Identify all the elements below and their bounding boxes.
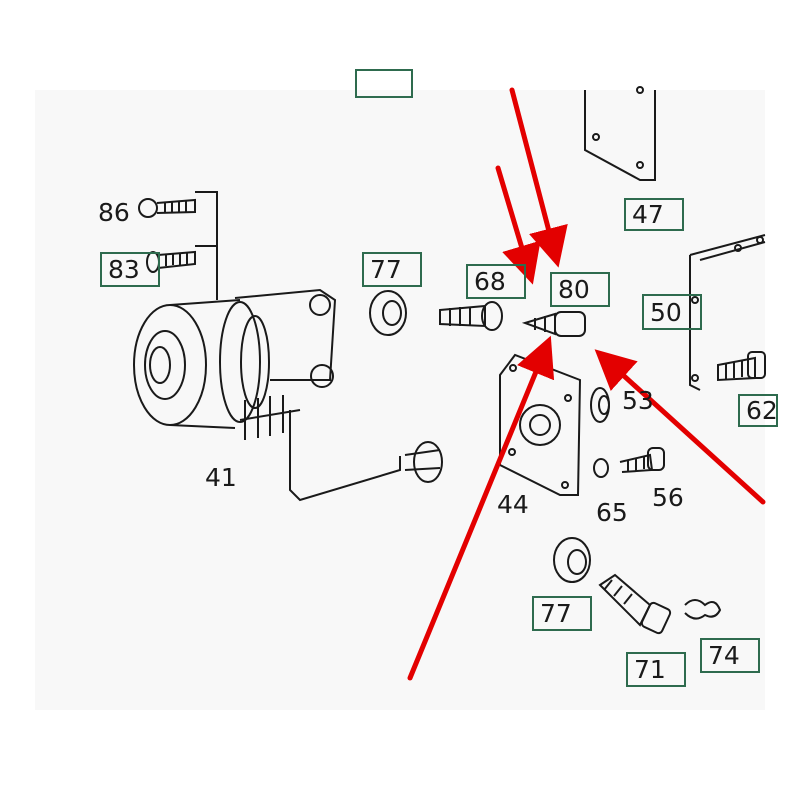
label-71: 71 bbox=[626, 652, 686, 687]
arrow-from-right bbox=[594, 349, 766, 505]
label-50: 50 bbox=[642, 294, 702, 330]
label-53: 53 bbox=[622, 386, 654, 415]
bleed-screw-68-drawing bbox=[439, 301, 503, 331]
bolt-86-drawing bbox=[138, 198, 196, 218]
arrow-to-68 bbox=[495, 165, 541, 285]
seal-77-upper-drawing bbox=[369, 290, 407, 336]
label-74: 74 bbox=[700, 638, 760, 673]
seal-77-lower-drawing bbox=[553, 537, 591, 583]
bolt-71-drawing bbox=[598, 573, 672, 635]
label-41: 41 bbox=[205, 463, 237, 492]
label-77-upper: 77 bbox=[362, 252, 422, 287]
annotation-arrows bbox=[407, 87, 766, 681]
label-80: 80 bbox=[550, 272, 610, 307]
part-drawings bbox=[133, 86, 766, 635]
arrow-to-80-top bbox=[509, 87, 568, 268]
clip-74-drawing bbox=[684, 599, 722, 620]
washer-65-drawing bbox=[593, 458, 609, 478]
bolt-62-drawing bbox=[717, 351, 766, 382]
label-83: 83 bbox=[100, 252, 160, 287]
label-56: 56 bbox=[652, 483, 684, 512]
label-65: 65 bbox=[596, 498, 628, 527]
slave-cylinder-41-drawing bbox=[133, 288, 443, 502]
arrow-from-bottom bbox=[407, 335, 555, 681]
plate-47-drawing bbox=[584, 86, 656, 181]
label-77-lower: 77 bbox=[532, 596, 592, 631]
diagram-panel bbox=[35, 90, 765, 710]
fitting-80-drawing bbox=[521, 311, 586, 337]
label-44: 44 bbox=[497, 490, 529, 519]
label-62: 62 bbox=[738, 394, 778, 427]
bolt-leader-lines bbox=[195, 191, 218, 300]
label-86: 86 bbox=[98, 198, 130, 227]
partial-label-box-top bbox=[355, 69, 413, 98]
bolt-83-drawing bbox=[146, 250, 196, 273]
label-68: 68 bbox=[466, 264, 526, 299]
bolt-56-drawing bbox=[619, 447, 665, 473]
bracket-50-drawing bbox=[689, 234, 766, 391]
label-47: 47 bbox=[624, 198, 684, 231]
